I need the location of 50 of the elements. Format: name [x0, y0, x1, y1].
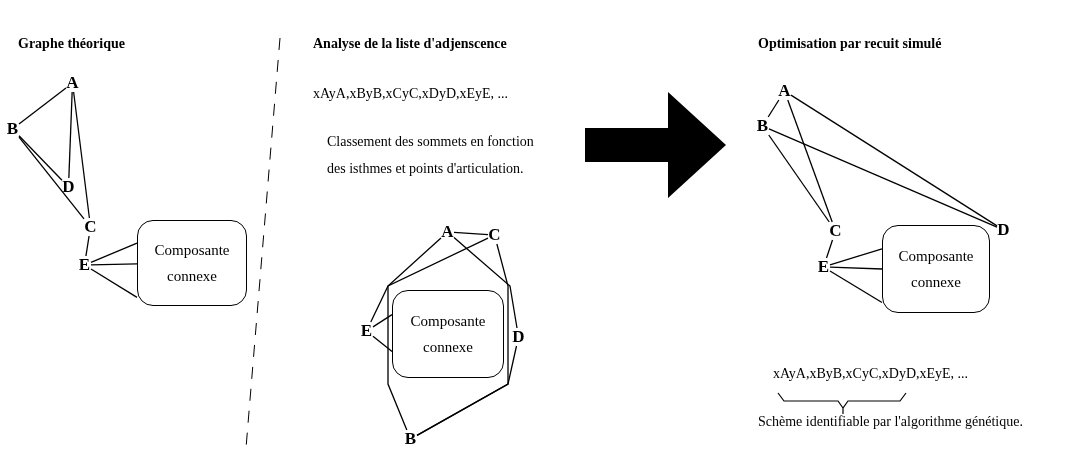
vertex-label: E — [360, 322, 373, 340]
sequence-text: xAyA,xByB,xCyC,xDyD,xEyE, ... — [773, 366, 969, 382]
component-box: Composante connexe — [392, 290, 504, 378]
graph-edge — [829, 270, 883, 304]
graph-edge — [387, 237, 442, 431]
graph-edge — [18, 135, 63, 181]
graph-edge — [453, 231, 489, 236]
description-text: Classement des sommets en fonction des isthmes et points d'articulation. — [327, 133, 535, 178]
vertex-label: B — [404, 430, 417, 448]
brace-caption: Schème identifiable par l'algorithme génétique. — [758, 414, 1023, 430]
vertex-label: E — [817, 258, 830, 276]
panel-heading: Graphe théorique — [18, 36, 125, 52]
component-box: Composante connexe — [882, 225, 990, 313]
graph-edge — [372, 335, 393, 353]
graph-edge — [829, 266, 883, 270]
vertex-label: A — [66, 74, 79, 92]
vertex-label: C — [829, 222, 842, 240]
vertex-label: C — [84, 218, 97, 236]
graph-edge — [829, 248, 883, 266]
vertex-label: A — [778, 82, 791, 100]
graph-edge — [768, 134, 830, 223]
graph-edge — [90, 242, 138, 263]
sequence-text: xAyA,xByB,xCyC,xDyD,xEyE, ... — [313, 86, 509, 102]
graph-edge — [372, 314, 393, 328]
graph-edge — [18, 136, 85, 220]
graph-edge — [90, 268, 138, 299]
graph-edge — [90, 263, 138, 266]
panel-heading: Optimisation par recuit simulé — [758, 36, 942, 52]
graph-edge — [453, 236, 518, 329]
graph-edge — [72, 91, 91, 219]
graph-edge — [790, 94, 998, 227]
graph-edge — [768, 128, 998, 228]
vertex-label: D — [997, 221, 1010, 239]
graph-edge — [18, 87, 67, 125]
graph-edge — [825, 239, 834, 259]
graph-edge — [767, 99, 780, 118]
graph-edge — [85, 235, 90, 257]
vertex-label: B — [756, 117, 769, 135]
vertex-label: D — [62, 178, 75, 196]
vertex-label: C — [488, 226, 501, 244]
graph-edge — [370, 237, 489, 323]
vertex-label: E — [78, 256, 91, 274]
panel-heading: Analyse de la liste d'adjenscence — [313, 36, 507, 52]
graph-edge — [416, 345, 518, 436]
vertex-label: A — [441, 223, 454, 241]
graph-edge — [68, 91, 73, 179]
graph-edge — [787, 99, 833, 223]
vertex-label: B — [6, 120, 19, 138]
component-box: Composante connexe — [137, 220, 247, 306]
vertex-label: D — [512, 328, 525, 346]
